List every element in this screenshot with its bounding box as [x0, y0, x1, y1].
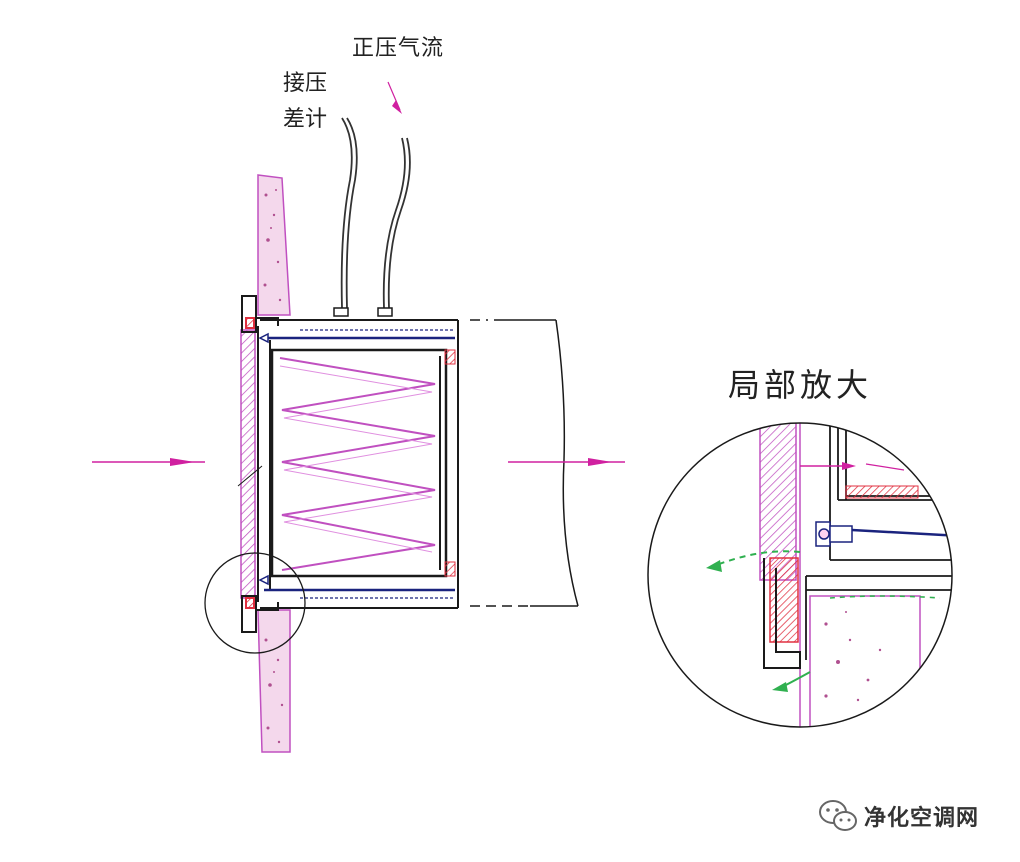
mounting-bracket-top	[241, 295, 279, 333]
bolt-fasteners	[258, 332, 269, 586]
wechat-icon	[818, 798, 858, 834]
wall-lower	[257, 609, 291, 753]
housing-inner-frame	[264, 329, 455, 599]
zoom-detail-circle	[647, 422, 953, 728]
zoom-detail-label: 局部放大	[728, 366, 873, 404]
pressure-tubes	[340, 117, 411, 309]
outlet-duct	[470, 319, 579, 607]
detail-callout-circle	[204, 552, 306, 654]
airflow-pointer-arrow	[387, 81, 402, 114]
inlet-airflow-arrow	[92, 458, 205, 466]
differential-gauge-label: 接压差计	[283, 71, 328, 132]
filter-frame	[270, 348, 448, 578]
zoomed-detail	[706, 423, 952, 727]
positive-pressure-airflow-label: 正压气流	[352, 36, 445, 61]
watermark-text: 净化空调网	[864, 806, 980, 831]
outlet-airflow-arrow	[508, 458, 625, 466]
filter-pleats	[279, 357, 436, 571]
filter-seals	[444, 349, 456, 577]
grille-panel	[240, 329, 256, 599]
filter-housing	[257, 319, 459, 609]
watermark: 净化空调网	[818, 796, 979, 836]
pressure-tap-fittings	[333, 307, 393, 317]
mounting-bracket-bottom	[241, 595, 279, 633]
wall-upper	[257, 174, 291, 316]
